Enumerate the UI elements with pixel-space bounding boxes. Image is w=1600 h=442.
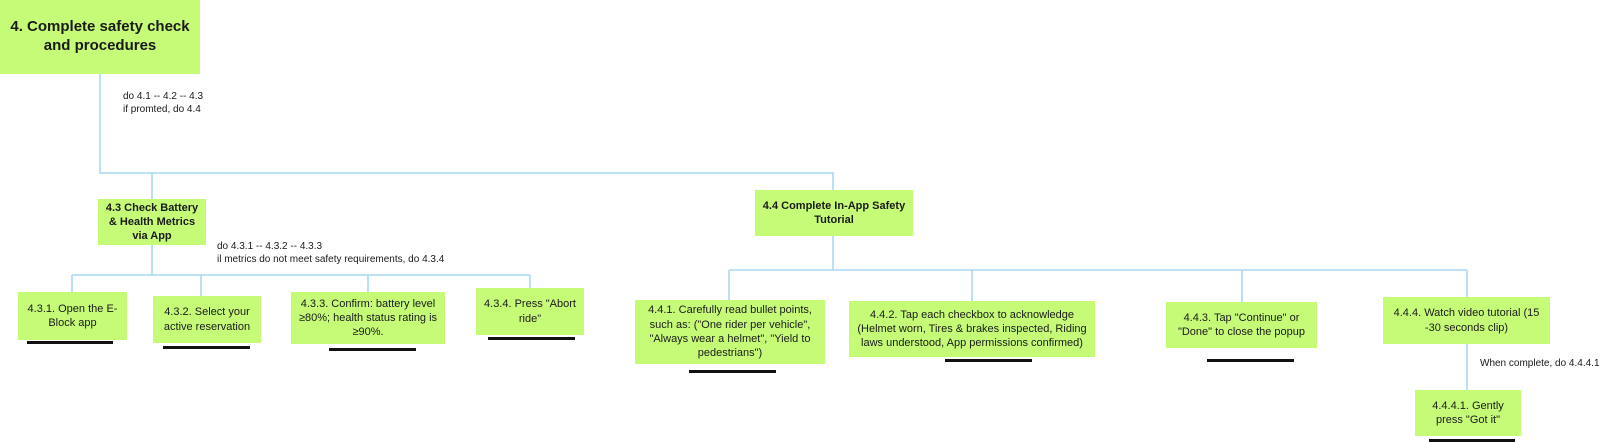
note-4-line1: do 4.1 -- 4.2 -- 4.3 [123, 91, 204, 102]
node-4-3-1-underline [27, 341, 113, 344]
node-4-label: 4. Complete safety check and procedures [10, 18, 190, 54]
node-4-4-1-underline [689, 370, 776, 373]
note-4-line2: if promted, do 4.4 [123, 104, 201, 115]
node-4-3-label: 4.3 Check Battery & Health Metrics via A… [105, 201, 199, 243]
node-4-3-4-abort-ride: 4.3.4. Press "Abort ride" [476, 288, 584, 335]
node-4-4-1-label: 4.4.1. Carefully read bullet points, suc… [648, 304, 812, 360]
note-4-3-line1: do 4.3.1 -- 4.3.2 -- 4.3.3 [217, 241, 323, 252]
note-4-3: do 4.3.1 -- 4.3.2 -- 4.3.3 il metrics do… [217, 240, 444, 266]
node-4-4-4-label: 4.4.4. Watch video tutorial (15 -30 seco… [1393, 307, 1540, 334]
note-4-3-line2: il metrics do not meet safety requiremen… [217, 254, 445, 265]
node-4-4-safety-tutorial: 4.4 Complete In-App Safety Tutorial [755, 190, 913, 236]
node-4-3-4-label: 4.3.4. Press "Abort ride" [484, 298, 576, 325]
node-4-4-1-read-bullets: 4.4.1. Carefully read bullet points, suc… [635, 300, 825, 364]
node-4-3-4-underline [488, 337, 575, 340]
node-4-4-2-tap-checkbox: 4.4.2. Tap each checkbox to acknowledge … [849, 301, 1095, 357]
node-4-3-3-underline [329, 348, 416, 351]
node-4-complete-safety-check: 4. Complete safety check and procedures [0, 0, 200, 74]
node-4-3-2-underline [163, 346, 250, 349]
node-4-4-3-label: 4.4.3. Tap "Continue" or "Done" to close… [1177, 311, 1306, 338]
node-4-3-1-open-app: 4.3.1. Open the E-Block app [18, 292, 127, 340]
node-4-4-2-underline [945, 359, 1032, 362]
node-4-4-4-1-label: 4.4.4.1. Gently press "Got it" [1432, 399, 1504, 426]
node-4-3-3-label: 4.3.3. Confirm: battery level ≥80%; heal… [298, 297, 438, 339]
node-4-4-label: 4.4 Complete In-App Safety Tutorial [762, 199, 906, 226]
node-4-3-2-label: 4.3.2. Select your active reservation [163, 306, 251, 333]
node-4-3-2-select-reservation: 4.3.2. Select your active reservation [153, 296, 261, 343]
node-4-3-check-battery: 4.3 Check Battery & Health Metrics via A… [98, 199, 206, 245]
node-4-4-4-watch-video: 4.4.4. Watch video tutorial (15 -30 seco… [1383, 297, 1550, 344]
node-4-4-4-1-underline [1429, 439, 1515, 442]
node-4-3-1-label: 4.3.1. Open the E-Block app [27, 302, 118, 329]
note-4-4-4-line1: When complete, do 4.4.4.1 [1480, 358, 1600, 369]
node-4-4-3-underline [1207, 359, 1294, 362]
node-4-4-4-1-press-got-it: 4.4.4.1. Gently press "Got it" [1415, 390, 1521, 436]
note-4-4-4: When complete, do 4.4.4.1 [1480, 357, 1600, 370]
note-4: do 4.1 -- 4.2 -- 4.3 if promted, do 4.4 [123, 90, 203, 116]
node-4-4-3-tap-continue: 4.4.3. Tap "Continue" or "Done" to close… [1166, 302, 1317, 348]
node-4-3-3-confirm-metrics: 4.3.3. Confirm: battery level ≥80%; heal… [291, 292, 445, 344]
node-4-4-2-label: 4.4.2. Tap each checkbox to acknowledge … [857, 308, 1087, 350]
